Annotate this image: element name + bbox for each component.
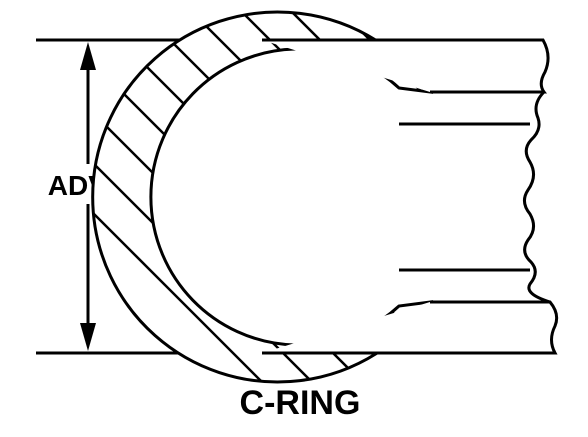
lower-tube-wall bbox=[262, 300, 559, 355]
upper-tube-wall bbox=[262, 38, 550, 94]
dimension-arrow-down bbox=[80, 323, 96, 351]
tube-break-line bbox=[523, 90, 551, 304]
dimension-arrow-up bbox=[80, 42, 96, 70]
diagram-caption: C-RING bbox=[240, 384, 361, 422]
ring-fill bbox=[92, 12, 430, 383]
